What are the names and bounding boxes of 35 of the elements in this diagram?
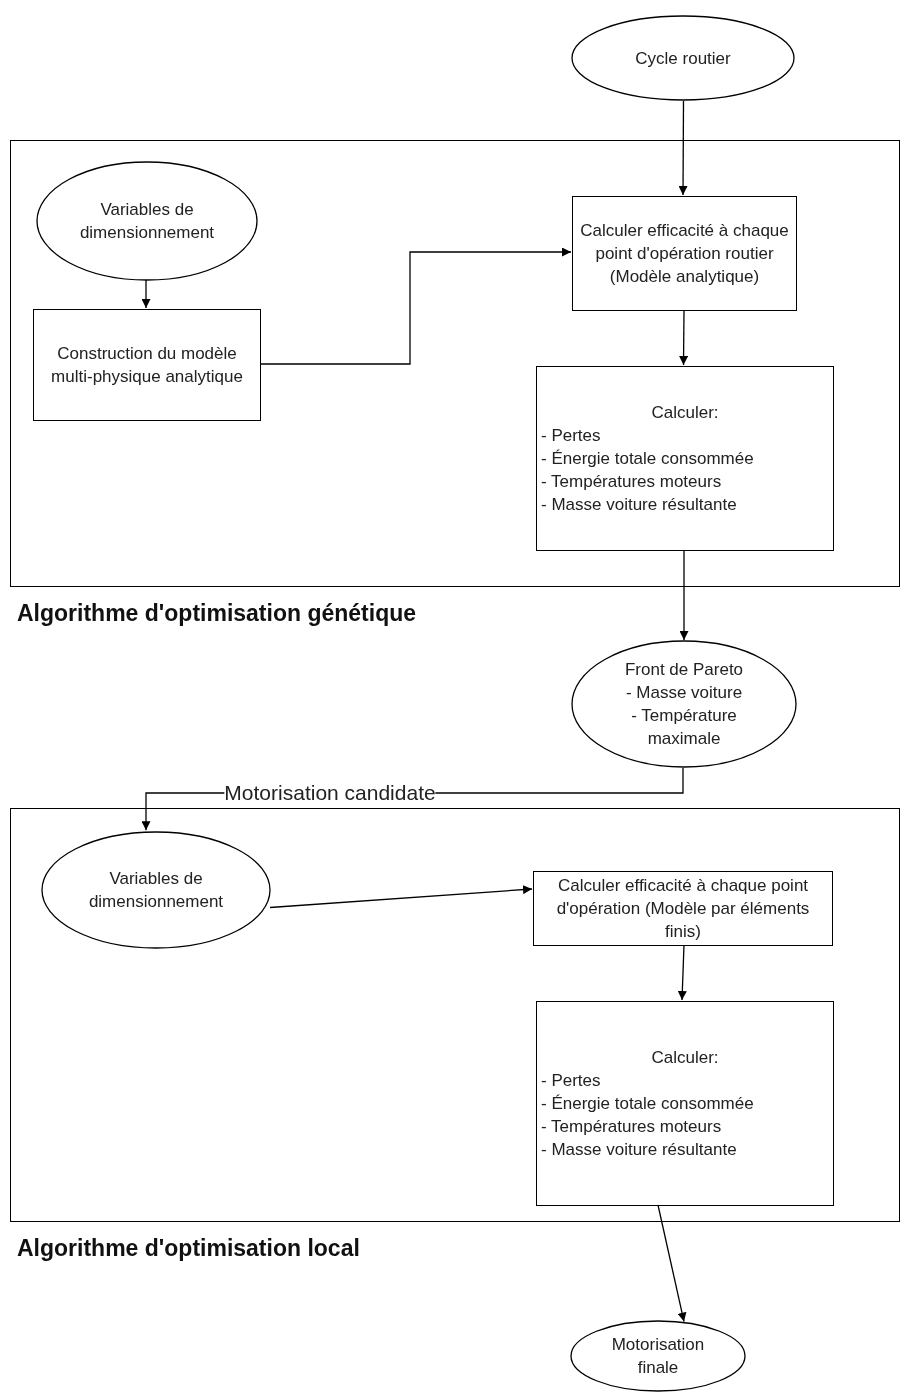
process-box bbox=[533, 871, 833, 946]
arrow bbox=[678, 100, 688, 196]
group-heading: Algorithme d'optimisation génétique bbox=[17, 599, 417, 628]
arrow bbox=[657, 1204, 687, 1323]
process-box bbox=[536, 1001, 834, 1206]
node-text: Calculer: bbox=[650, 1047, 720, 1069]
node-text: - Énergie totale consommée bbox=[541, 448, 755, 470]
node-text: - Températures moteurs bbox=[541, 471, 723, 493]
node-text: - Énergie totale consommée bbox=[541, 1093, 755, 1115]
node-text: Calculer: bbox=[650, 402, 720, 424]
node-text: Motorisation finale bbox=[610, 1334, 706, 1379]
node-text: Variables de dimensionnement bbox=[87, 868, 225, 913]
node-text: - Masse voiture résultante bbox=[541, 494, 738, 516]
arrow bbox=[141, 279, 151, 309]
node-text: - Pertes bbox=[541, 1070, 602, 1092]
process-box bbox=[33, 309, 261, 421]
group-heading: Algorithme d'optimisation local bbox=[17, 1234, 360, 1263]
node-text: Cycle routier bbox=[635, 47, 731, 70]
node-text: - Masse voiture bbox=[625, 682, 743, 704]
arrow bbox=[269, 885, 533, 909]
node-text: - Températures moteurs bbox=[541, 1116, 723, 1138]
process-box bbox=[536, 366, 834, 551]
node-text: Variables de dimensionnement bbox=[78, 199, 216, 244]
node-text: Construction du modèle multi-physique analytique bbox=[50, 343, 244, 388]
arrow bbox=[677, 944, 687, 1001]
process-box bbox=[572, 196, 797, 311]
node-text: Calculer efficacité à chaque point d'opération (Modèle par éléments finis) bbox=[555, 875, 811, 943]
arrow bbox=[259, 247, 572, 365]
node-text: - Pertes bbox=[541, 425, 602, 447]
arrow bbox=[679, 309, 689, 366]
node-text: - Température maximale bbox=[630, 705, 738, 750]
node-text: - Masse voiture résultante bbox=[541, 1139, 738, 1161]
node-text: Front de Pareto bbox=[624, 659, 744, 681]
node-text: Calculer efficacité à chaque point d'opération routier (Modèle analytique) bbox=[579, 220, 790, 288]
arrow bbox=[679, 549, 689, 641]
